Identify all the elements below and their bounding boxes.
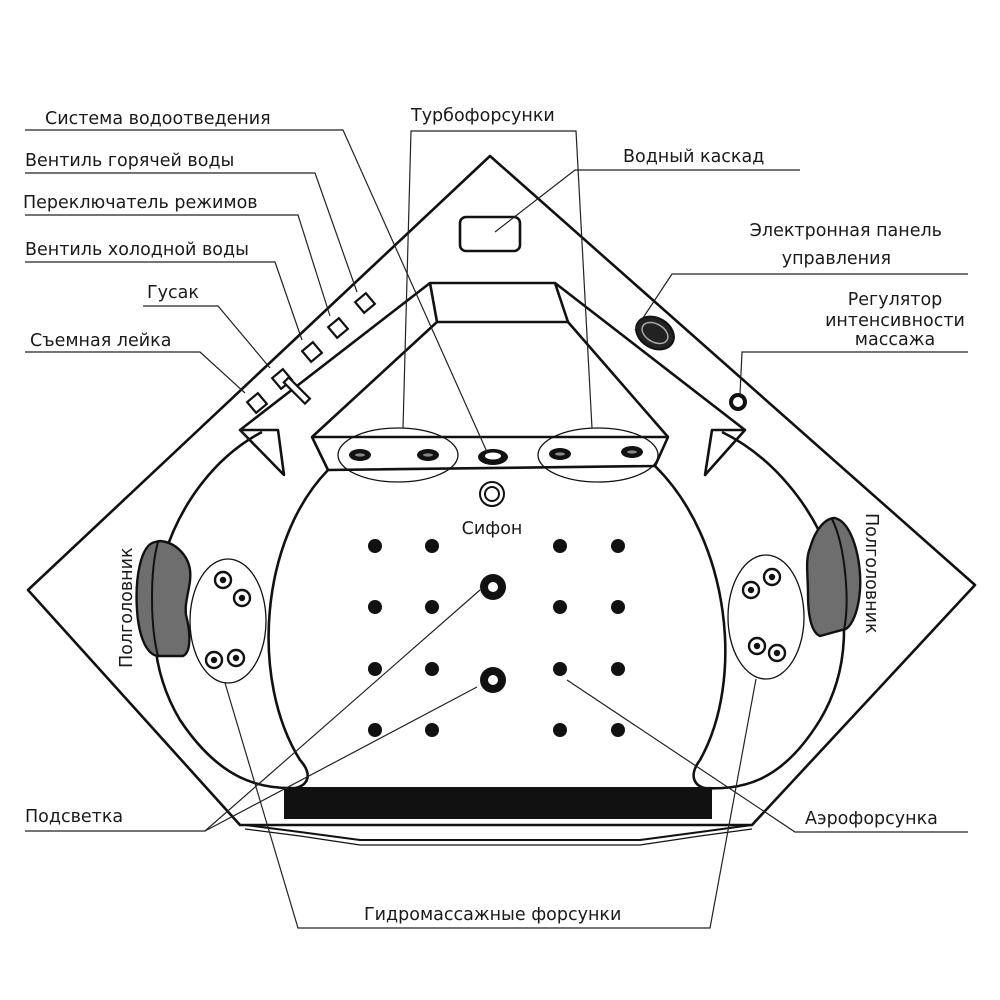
side-jets-group-right: [727, 554, 805, 680]
air-jet-icon: [368, 600, 382, 614]
left-hydro-jet-icon: [204, 650, 224, 670]
left-seat-curve-outer: [152, 430, 301, 790]
side-jets-group-left: [189, 558, 267, 684]
label-mode-switch: Переключатель режимов: [23, 193, 258, 213]
air-jet-icon: [611, 723, 625, 737]
leader-air-jet: [566, 679, 968, 833]
right-hydro-jet-icon: [762, 567, 782, 587]
air-jet-icon: [425, 723, 439, 737]
label-waterfall: Водный каскад: [623, 147, 764, 167]
air-jet-icon: [425, 600, 439, 614]
air-jet-icon: [368, 662, 382, 676]
cascade-step: [428, 281, 570, 324]
right-hydro-jet-icon: [741, 580, 761, 600]
label-siphon: Сифон: [462, 519, 523, 539]
leader-waterfall: [494, 169, 800, 233]
cold-valve-icon[interactable]: [300, 340, 324, 364]
hand-shower-icon[interactable]: [245, 391, 269, 415]
right-fin: [703, 428, 747, 477]
cascade-step-sides: [311, 321, 669, 438]
label-control-panel-1: Электронная панель: [750, 221, 942, 241]
right-hydro-jet-icon: [747, 636, 767, 656]
turbo-jet-icon: [621, 446, 643, 458]
air-jet-icon: [425, 539, 439, 553]
leader-hydro-jets: [224, 678, 757, 929]
intensity-regulator-icon[interactable]: [729, 393, 747, 411]
front-skirt-inner: [244, 828, 753, 846]
air-jet-icon: [368, 539, 382, 553]
label-hand-shower: Съемная лейка: [30, 331, 171, 351]
tub-outer-rim: [26, 154, 977, 827]
label-gooseneck: Гусак: [147, 283, 199, 303]
gooseneck-icon[interactable]: [270, 367, 312, 406]
label-turbo-jets: Турбофорсунки: [410, 106, 555, 126]
label-intensity-3: массажа: [855, 330, 935, 350]
leader-mode-switch: [25, 214, 331, 317]
label-hydro-jets: Гидромассажные форсунки: [364, 905, 621, 925]
air-jet-icon: [553, 662, 567, 676]
air-jet-icon: [553, 600, 567, 614]
left-seat-curve-inner: [267, 469, 329, 790]
label-intensity-2: интенсивности: [825, 311, 965, 331]
siphon-icon: [479, 481, 505, 507]
leader-drain-system: [25, 129, 488, 453]
mode-switch-icon[interactable]: [326, 316, 350, 340]
headrest-left-icon: [135, 539, 192, 658]
turbo-jets-group-left: [337, 427, 459, 483]
turbo-jet-icon: [549, 448, 571, 460]
floor-light-lower: [480, 667, 506, 693]
control-panel-icon[interactable]: [630, 310, 680, 356]
right-seat-curve-outer: [699, 430, 846, 790]
right-seat-curve-inner: [654, 465, 727, 790]
air-jet-icon: [368, 723, 382, 737]
leader-gooseneck: [143, 305, 271, 369]
leader-turbo-side: [239, 429, 251, 441]
label-intensity-1: Регулятор: [848, 290, 943, 310]
left-hydro-jet-icon: [213, 570, 233, 590]
label-control-panel-2: управления: [782, 249, 891, 269]
label-hot-valve: Вентиль горячей воды: [25, 151, 234, 171]
drain-overflow-icon: [478, 449, 508, 465]
left-hydro-jet-icon: [226, 648, 246, 668]
label-drain-system: Система водоотведения: [45, 109, 271, 129]
turbo-jet-icon: [417, 449, 439, 461]
deck-inner-left: [239, 281, 431, 432]
air-jet-icon: [611, 539, 625, 553]
leader-intensity: [739, 351, 968, 395]
air-jet-icon: [553, 539, 567, 553]
leader-turbo-jets: [402, 130, 593, 429]
air-jet-icon: [553, 723, 567, 737]
right-hydro-jet-icon: [767, 643, 787, 663]
label-headrest-right: Полголовник: [861, 513, 881, 634]
turbo-jet-icon: [349, 449, 371, 461]
front-light-bar: [284, 787, 712, 819]
leader-lighting-2: [204, 686, 478, 832]
headrest-right-icon: [805, 516, 862, 638]
air-jet-icon: [425, 662, 439, 676]
deck-inner-right: [554, 281, 746, 432]
air-jet-icon: [611, 662, 625, 676]
hot-valve-icon[interactable]: [353, 291, 377, 315]
leader-hand-shower: [25, 351, 246, 394]
front-skirt: [244, 824, 753, 841]
label-headrest-left: Полголовник: [117, 547, 137, 668]
air-jet-icon: [611, 600, 625, 614]
leader-control-panel: [634, 273, 968, 331]
label-cold-valve: Вентиль холодной воды: [25, 240, 249, 260]
floor-light-upper: [480, 574, 506, 600]
label-lighting: Подсветка: [25, 807, 123, 827]
label-air-jet: Аэрофорсунка: [805, 809, 938, 829]
left-fin: [238, 428, 286, 477]
left-hydro-jet-icon: [232, 588, 252, 608]
waterfall-icon: [458, 215, 522, 253]
leader-hot-valve: [25, 172, 358, 293]
turbo-jets-group-right: [537, 427, 659, 483]
leader-cold-valve: [25, 261, 303, 341]
